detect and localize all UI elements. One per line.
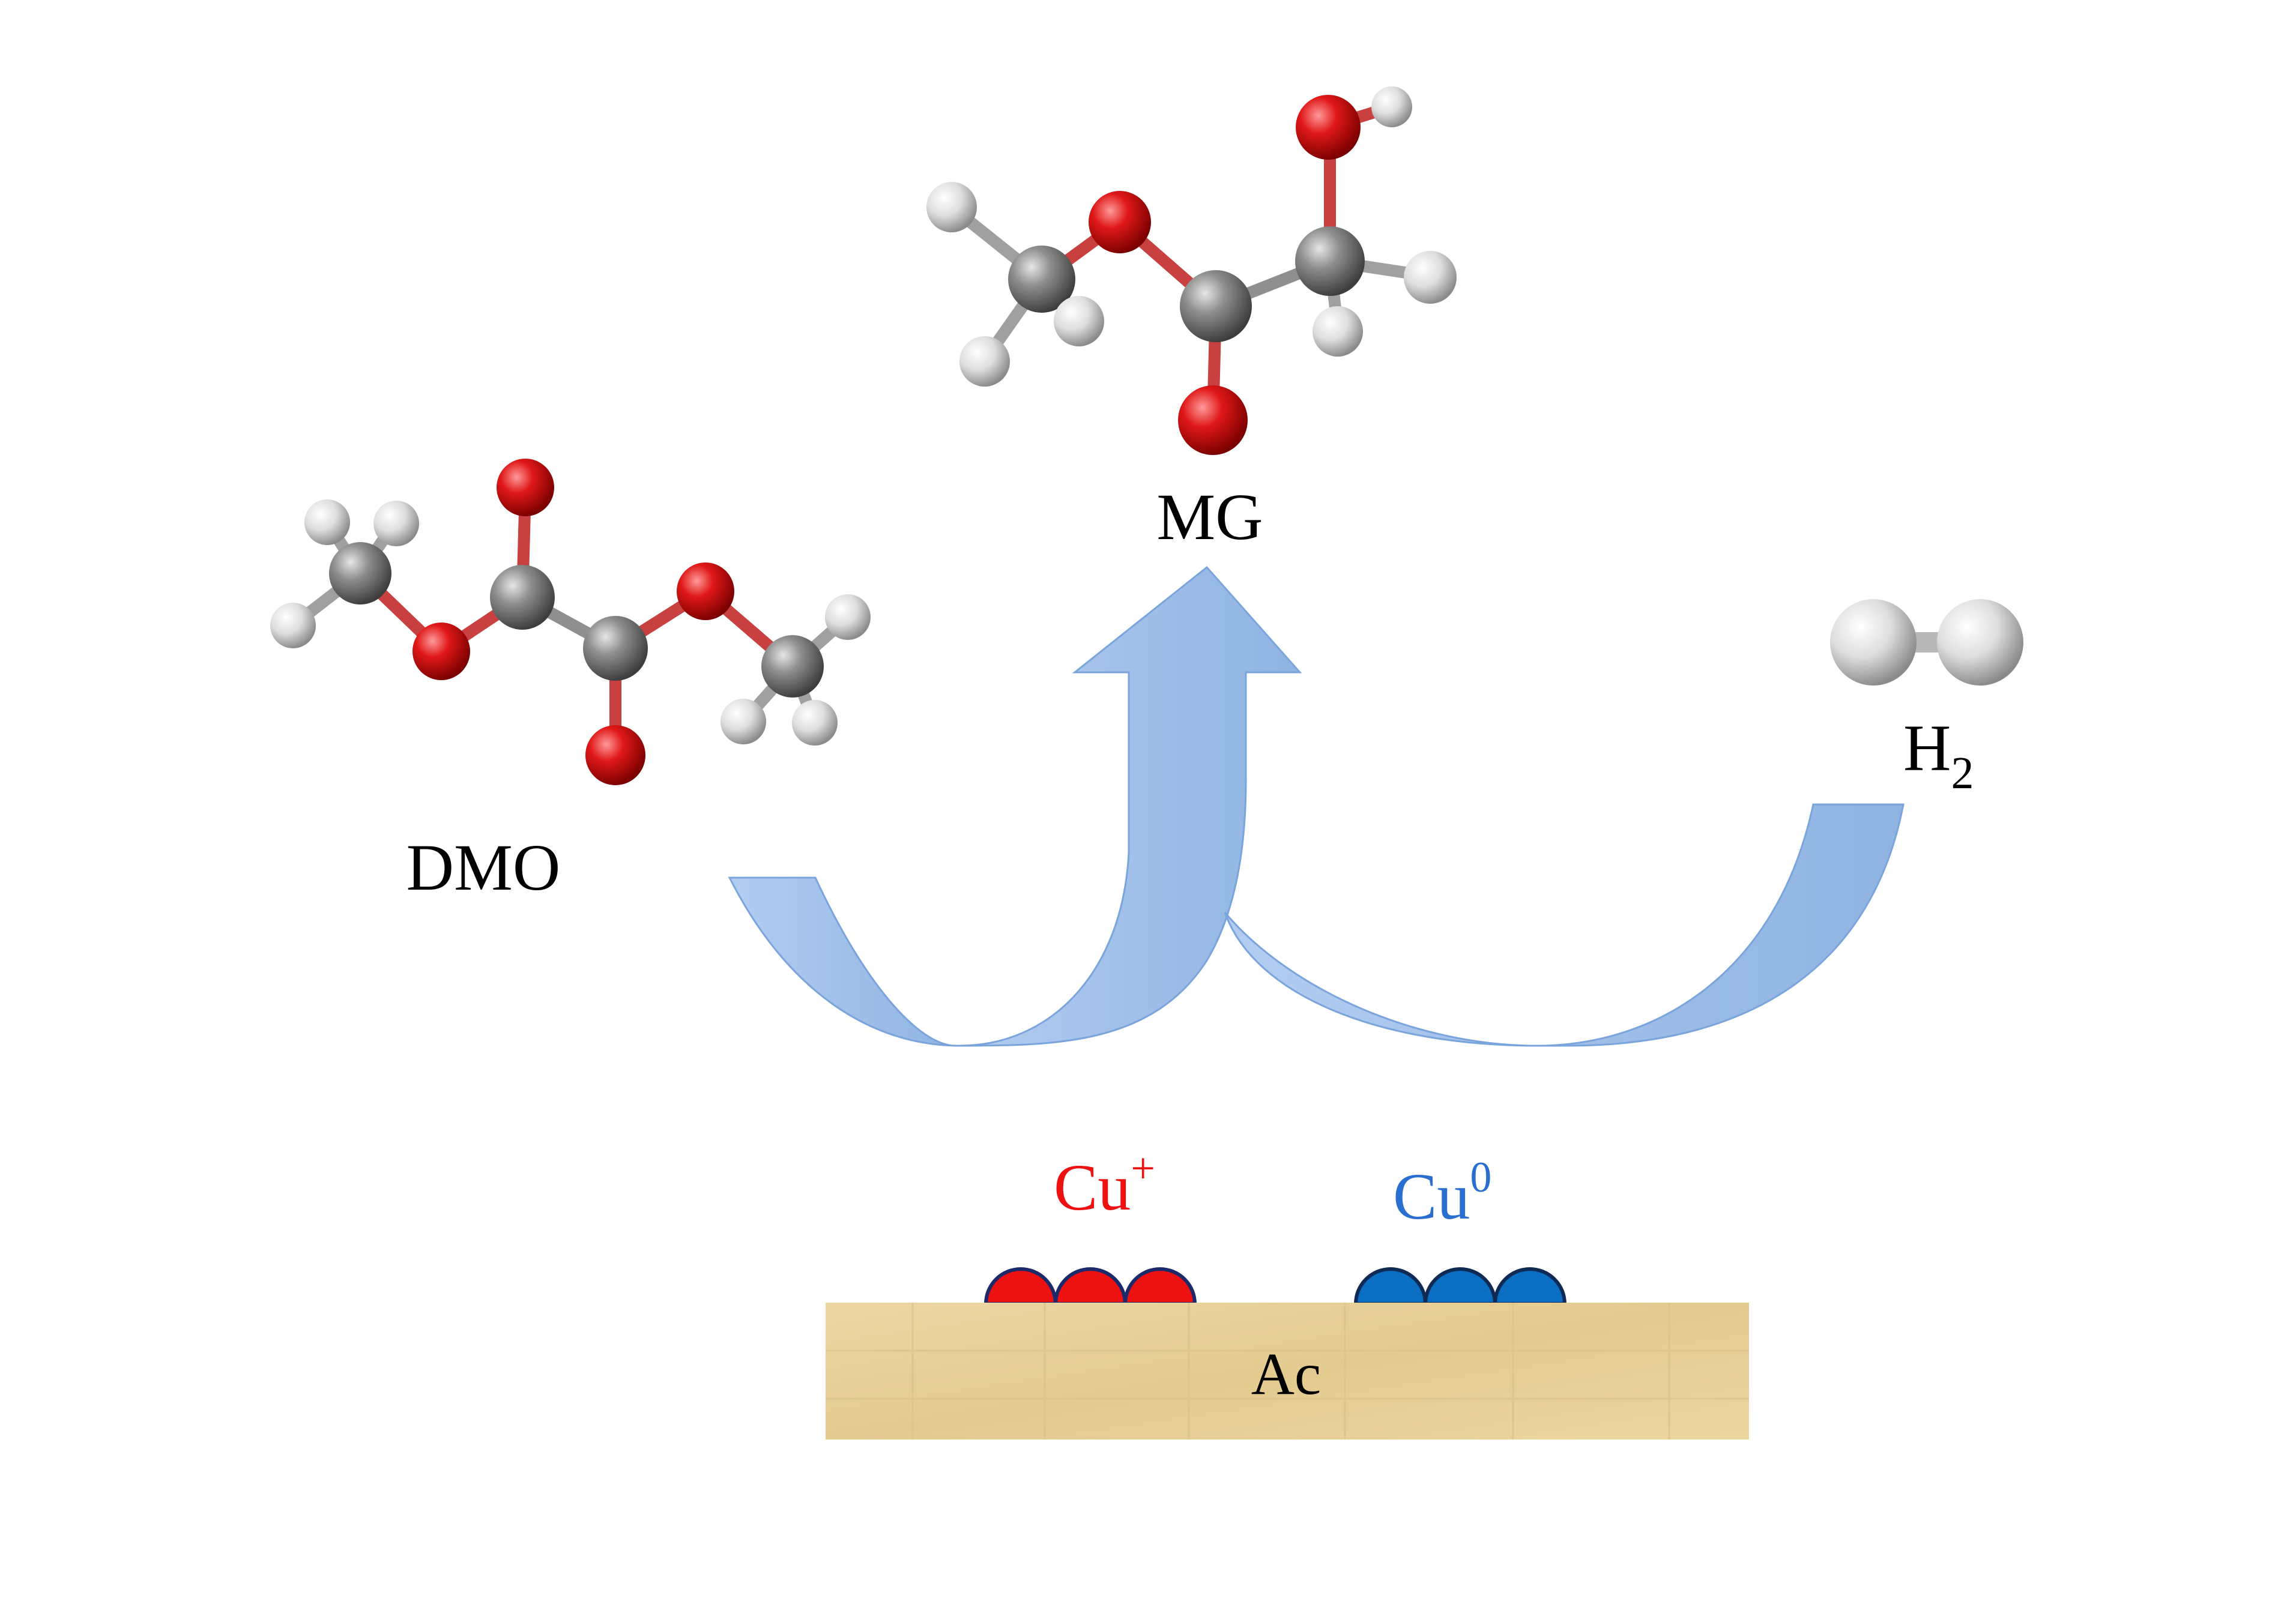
dmo-oxygen-atom [677, 562, 734, 620]
ac-support: Ac [826, 1303, 1749, 1440]
mg-oxygen-atom [1296, 95, 1361, 160]
cu-zero-superscript: 0 [1470, 1153, 1491, 1201]
dmo-molecule: DMO [270, 459, 871, 904]
dmo-carbon-atom [583, 616, 648, 681]
cu-zero-label: Cu0 [1393, 1153, 1491, 1233]
dmo-label: DMO [406, 831, 561, 904]
h2-hydrogen-atom [1937, 599, 2023, 686]
h2-subscript: 2 [1951, 748, 1974, 798]
dmo-oxygen-atom [497, 459, 554, 516]
cu-zero-particle [1493, 1267, 1567, 1306]
cu-plus-particle [1123, 1267, 1197, 1306]
mg-oxygen-atom [1178, 385, 1248, 455]
dmo-hydrogen-atom [825, 594, 871, 640]
h2-inflow-arrow [1224, 803, 1905, 1047]
dmo-atoms [270, 459, 871, 785]
dmo-inflow-arrow [728, 876, 960, 1047]
cu-plus-superscript: + [1131, 1144, 1155, 1192]
ac-label: Ac [1251, 1340, 1322, 1407]
dmo-oxygen-atom [585, 725, 645, 785]
mg-label: MG [1156, 480, 1263, 553]
dmo-oxygen-atom [412, 623, 470, 680]
dmo-hydrogen-atom [373, 501, 419, 546]
dmo-hydrogen-atom [270, 603, 316, 648]
h2-label: H2 [1903, 711, 1974, 798]
mg-hydrogen-atom [959, 336, 1010, 387]
mg-hydrogen-atom [1404, 251, 1457, 304]
mg-carbon-atom [1180, 270, 1252, 342]
h2-hydrogen-atom [1830, 599, 1917, 686]
mg-atoms [926, 86, 1457, 455]
cu-plus-label: Cu+ [1054, 1144, 1155, 1224]
cu-plus-particle [983, 1267, 1058, 1306]
cu-zero-particle [1353, 1267, 1428, 1306]
dmo-carbon-atom [761, 635, 824, 698]
mg-molecule: MG [926, 86, 1457, 553]
cu-zero-particles [1353, 1267, 1567, 1306]
dmo-hydrogen-atom [304, 499, 350, 545]
mg-product-arrow [959, 565, 1302, 1047]
reaction-arrows [728, 565, 1905, 1047]
cu-plus-particles [983, 1267, 1197, 1306]
mg-oxygen-atom [1089, 191, 1151, 253]
mg-hydrogen-atom [926, 182, 977, 232]
mg-hydrogen-atom [1371, 86, 1412, 127]
mg-carbon-atom [1295, 226, 1365, 296]
h2-molecule: H2 [1830, 599, 2023, 798]
dmo-hydrogen-atom [721, 699, 766, 744]
mg-hydrogen-atom [1054, 296, 1104, 346]
mg-hydrogen-atom [1313, 306, 1363, 357]
dmo-hydrogen-atom [792, 700, 838, 746]
cu-zero-particle [1423, 1267, 1497, 1306]
catalyst: Cu+ Cu0 [826, 1144, 1749, 1440]
dmo-carbon-atom [329, 542, 391, 605]
dmo-carbon-atom [490, 565, 555, 630]
mg-carbon-atom [1008, 246, 1075, 313]
cu-plus-particle [1053, 1267, 1128, 1306]
